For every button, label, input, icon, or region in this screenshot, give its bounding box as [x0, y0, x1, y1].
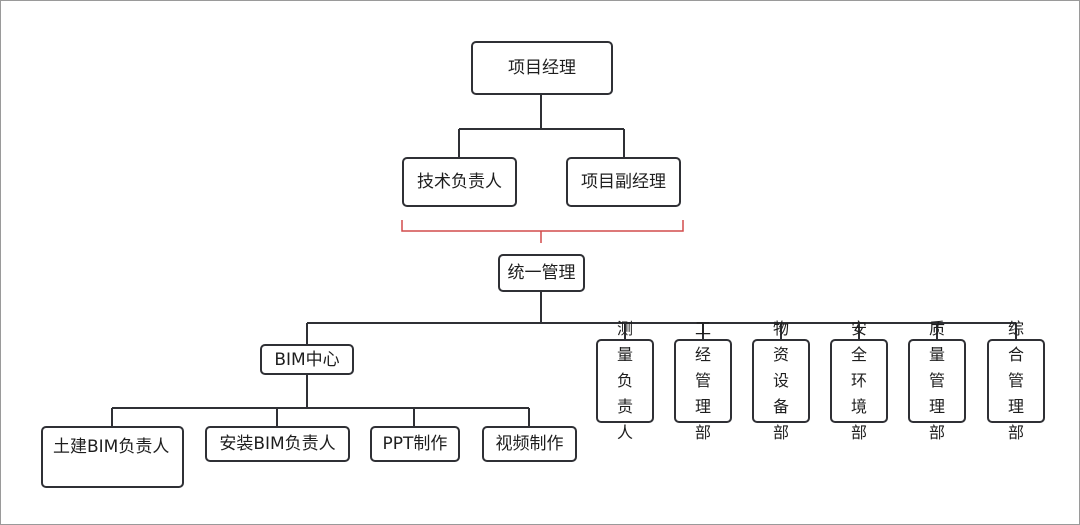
node-deputy-manager: 项目副经理	[566, 157, 681, 207]
connector-unified-children	[306, 292, 1017, 344]
node-survey-lead: 测量负责人	[596, 319, 654, 442]
node-safety-environment-dept: 安全环境部	[830, 319, 888, 442]
node-technical-lead: 技术负责人	[402, 157, 517, 207]
node-project-manager: 项目经理	[471, 41, 613, 95]
node-general-management-dept: 综合管理部	[987, 319, 1045, 442]
node-civil-bim-lead: 土建BIM负责人	[41, 426, 184, 488]
node-quality-management-dept: 质量管理部	[908, 319, 966, 442]
red-bracket	[401, 220, 684, 243]
node-video-production: 视频制作	[482, 426, 577, 462]
connector-bim-children	[111, 375, 530, 426]
node-unified-management: 统一管理	[498, 254, 585, 292]
node-materials-equipment-dept: 物资设备部	[752, 319, 810, 442]
connector-root-deputies	[458, 95, 625, 157]
node-bim-center: BIM中心	[260, 344, 354, 375]
node-ppt-production: PPT制作	[370, 426, 460, 462]
node-install-bim-lead: 安装BIM负责人	[205, 426, 350, 462]
node-engineering-economics-dept: 工经管理部	[674, 319, 732, 442]
